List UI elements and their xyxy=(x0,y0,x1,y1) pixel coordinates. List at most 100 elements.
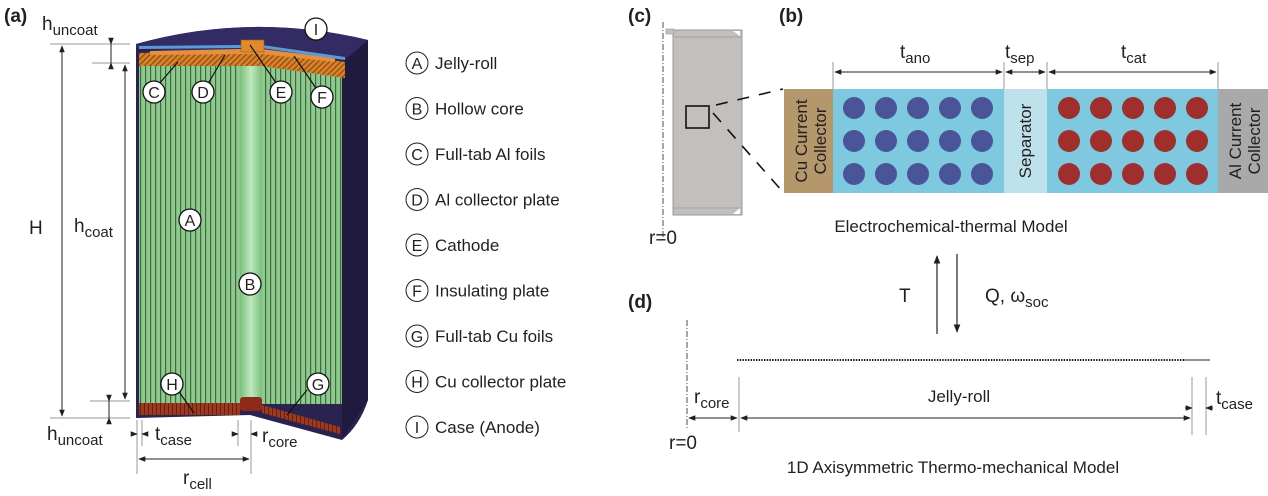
legend-item: B Hollow core xyxy=(405,97,524,120)
hollow-core xyxy=(240,55,262,405)
radial-dimensions xyxy=(688,377,1213,435)
callout-letter: I xyxy=(314,22,318,39)
label-h-uncoat-top: huncoat xyxy=(42,14,98,39)
label-Q-omega: Q, ωsoc xyxy=(985,286,1049,311)
panel-label-c: (c) xyxy=(628,6,651,27)
callout-letter: B xyxy=(245,277,256,294)
legend-label: Full-tab Cu foils xyxy=(435,327,553,346)
coupling-arrows: T Q, ωsoc xyxy=(899,254,1049,334)
caption-b: Electrochemical-thermal Model xyxy=(834,217,1067,236)
cathode-tab xyxy=(240,39,265,53)
label-h-uncoat-bottom: huncoat xyxy=(47,424,103,449)
callout-letter: G xyxy=(312,377,324,394)
legend-label: Case (Anode) xyxy=(435,418,540,437)
label-r-cell: rcell xyxy=(183,468,212,493)
anode-particle xyxy=(971,97,993,119)
label-H: H xyxy=(29,218,43,239)
callout-g: G xyxy=(306,372,330,396)
legend-key: G xyxy=(411,329,423,346)
anode-particle xyxy=(875,130,897,152)
anode-particle xyxy=(843,163,865,185)
label-T: T xyxy=(899,286,911,307)
core-bottom-cap xyxy=(240,397,262,411)
label-jelly-roll-d: Jelly-roll xyxy=(928,387,990,406)
anode-particle xyxy=(843,97,865,119)
legend-key: E xyxy=(412,238,423,255)
anode-particle xyxy=(971,163,993,185)
callout-b: B xyxy=(238,272,262,296)
anode-particle xyxy=(843,130,865,152)
legend-label: Cu collector plate xyxy=(435,373,566,392)
legend-label: Insulating plate xyxy=(435,282,549,301)
panel-c: (c) r=0 xyxy=(628,6,784,249)
cell-tab xyxy=(665,28,675,35)
al-collector-plate xyxy=(150,49,335,62)
panel-d: (d) rcore Jelly-roll tcase r=0 1D Axisym… xyxy=(628,292,1253,477)
legend-key: B xyxy=(412,102,423,119)
legend-item: H Cu collector plate xyxy=(405,370,566,393)
callout-f: F xyxy=(310,85,334,109)
axis-label-d: r=0 xyxy=(669,433,697,454)
label-t-case-d: tcase xyxy=(1216,388,1253,413)
anode-particle xyxy=(875,97,897,119)
cathode-particle xyxy=(1090,163,1112,185)
callout-letter: C xyxy=(148,85,160,102)
label-t-sep: tsep xyxy=(1005,42,1034,67)
cathode-particle xyxy=(1154,97,1176,119)
al-current-collector xyxy=(1218,89,1268,193)
cathode-particle xyxy=(1122,97,1144,119)
anode-particle xyxy=(939,97,961,119)
panel-b: (b) Cu Current Collector Separator Al Cu… xyxy=(779,6,1268,236)
cu-current-collector xyxy=(784,89,833,193)
legend-key: A xyxy=(412,56,423,73)
anode-particle xyxy=(907,130,929,152)
legend-item: G Full-tab Cu foils xyxy=(405,324,553,348)
callout-letter: D xyxy=(197,85,209,102)
callout-circles: A B C D E F G H I xyxy=(142,17,334,396)
dimension-lines xyxy=(50,37,258,474)
cathode-particle xyxy=(1058,130,1080,152)
legend-item: E Cathode xyxy=(405,233,499,257)
callout-letter: E xyxy=(276,85,287,102)
particles xyxy=(843,97,1208,185)
legend-key: D xyxy=(411,193,423,210)
label-t-case: tcase xyxy=(155,424,192,449)
legend-key: H xyxy=(411,375,423,392)
al-collector-label-1: Al Current xyxy=(1226,102,1245,179)
cathode-particle xyxy=(1058,97,1080,119)
case-right-wall xyxy=(342,40,368,440)
separator-label: Separator xyxy=(1016,103,1035,178)
label-r-core-d: rcore xyxy=(694,387,730,412)
callout-h: H xyxy=(160,372,184,396)
callout-letter: A xyxy=(185,213,196,230)
cathode-particle xyxy=(1154,163,1176,185)
anode-particle xyxy=(971,130,993,152)
al-collector-label-2: Collector xyxy=(1245,107,1264,174)
label-t-ano: tano xyxy=(900,42,930,67)
cathode-particle xyxy=(1090,97,1112,119)
axis-label-c: r=0 xyxy=(649,228,677,249)
cu-collector-plate xyxy=(139,403,240,415)
legend-key: F xyxy=(412,284,422,301)
panel-label-d: (d) xyxy=(628,292,652,313)
cu-foils-bottom xyxy=(262,405,340,434)
callout-d: D xyxy=(191,80,215,104)
legend-label: Cathode xyxy=(435,236,499,255)
legend-item: I Case (Anode) xyxy=(405,415,540,439)
zoom-region-box xyxy=(685,105,710,129)
callout-i: I xyxy=(304,17,328,41)
panel-a: (a) A B C D E F G H I xyxy=(4,6,368,493)
panel-label-a: (a) xyxy=(4,6,27,27)
label-h-coat: hcoat xyxy=(74,216,114,241)
callout-e: E xyxy=(269,80,293,104)
legend-label: Jelly-roll xyxy=(435,54,497,73)
cu-collector-label-2: Collector xyxy=(811,107,830,174)
legend-label: Hollow core xyxy=(435,100,524,119)
layer-dimensions xyxy=(832,62,1219,89)
cell-section xyxy=(672,29,743,216)
label-t-cat: tcat xyxy=(1121,42,1147,67)
callout-letter: F xyxy=(317,90,327,107)
legend-key: I xyxy=(415,420,419,437)
